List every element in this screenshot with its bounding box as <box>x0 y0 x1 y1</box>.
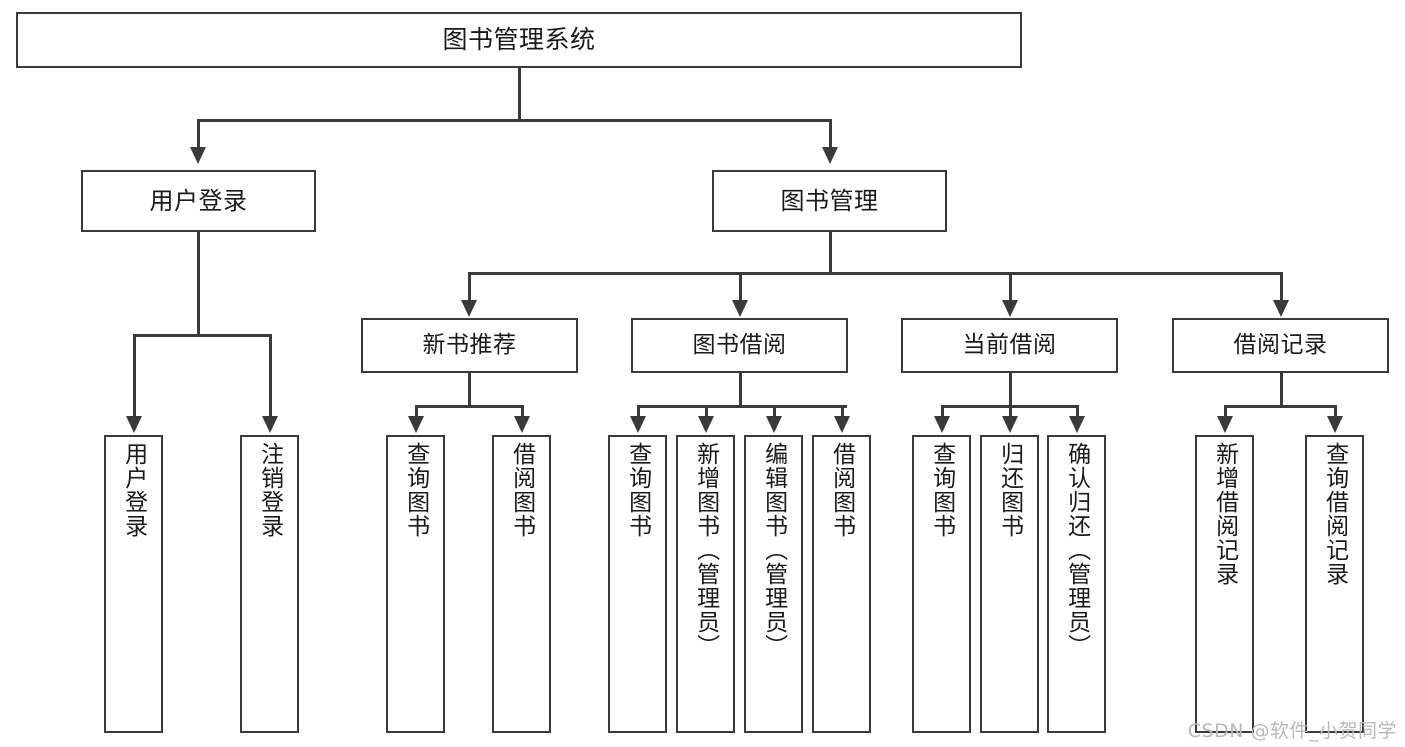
connector-book-borrow-to-leaf-3 <box>773 405 776 418</box>
node-label: 查询图书 <box>402 442 429 538</box>
leaf-book-borrow-query[interactable]: 查询图书 <box>608 435 667 733</box>
leaf-borrow-record-query[interactable]: 查询借阅记录 <box>1305 435 1364 733</box>
arrowhead-user-login-to-leaf-1 <box>126 416 142 433</box>
leaf-current-borrow-confirm-return[interactable]: 确认归还（管理员） <box>1047 435 1106 733</box>
arrowhead-book-borrow-to-leaf-3 <box>766 416 782 433</box>
arrowhead-book-borrow-to-leaf-4 <box>834 416 850 433</box>
leaf-book-borrow-add[interactable]: 新增图书（管理员） <box>676 435 735 733</box>
node-label: 用户登录 <box>149 186 248 215</box>
connector-new-book-to-leaf-2 <box>521 405 524 418</box>
connector-current-borrow-to-leaf-3 <box>1076 405 1079 418</box>
connector-new-book-to-leaf-1 <box>415 405 418 418</box>
node-label: 新书推荐 <box>422 331 517 358</box>
connector-book-manage-to-lvl3-2 <box>739 272 742 302</box>
node-label: 当前借阅 <box>962 331 1057 358</box>
node-label: 借阅记录 <box>1233 331 1328 358</box>
connector-root-to-user-login <box>197 119 200 149</box>
arrowhead-root-to-user-login <box>190 147 206 164</box>
connector-book-manage-splitbar <box>468 272 1280 275</box>
node-label: 编辑图书（管理员） <box>760 442 787 658</box>
arrowhead-book-manage-to-lvl3-3 <box>1002 300 1018 317</box>
connector-borrow-record-stem <box>1280 373 1283 407</box>
arrowhead-new-book-to-leaf-2 <box>514 416 530 433</box>
leaf-book-borrow-borrow[interactable]: 借阅图书 <box>812 435 871 733</box>
connector-current-borrow-to-leaf-2 <box>1009 405 1012 418</box>
node-label: 查询图书 <box>928 442 955 538</box>
node-root-system[interactable]: 图书管理系统 <box>16 12 1022 68</box>
node-label: 新增图书（管理员） <box>692 442 719 658</box>
node-borrow-record[interactable]: 借阅记录 <box>1172 318 1389 373</box>
arrowhead-user-login-to-leaf-2 <box>262 416 278 433</box>
connector-book-borrow-splitbar <box>637 405 847 408</box>
node-book-borrow[interactable]: 图书借阅 <box>631 318 848 373</box>
node-new-book-recommend[interactable]: 新书推荐 <box>361 318 578 373</box>
arrowhead-book-manage-to-lvl3-4 <box>1273 300 1289 317</box>
connector-current-borrow-stem <box>1009 373 1012 407</box>
arrowhead-current-borrow-to-leaf-1 <box>934 416 950 433</box>
connector-book-borrow-stem <box>739 373 742 407</box>
connector-user-login-stem <box>197 232 200 336</box>
connector-book-manage-stem <box>829 232 832 274</box>
connector-root-stem <box>518 68 521 120</box>
leaf-book-borrow-edit[interactable]: 编辑图书（管理员） <box>744 435 803 733</box>
connector-book-manage-to-lvl3-3 <box>1009 272 1012 302</box>
arrowhead-borrow-record-to-leaf-2 <box>1327 416 1343 433</box>
connector-book-manage-to-lvl3-1 <box>468 272 471 302</box>
leaf-borrow-record-add[interactable]: 新增借阅记录 <box>1195 435 1254 733</box>
arrowhead-book-manage-to-lvl3-1 <box>461 300 477 317</box>
arrowhead-borrow-record-to-leaf-1 <box>1217 416 1233 433</box>
node-label: 新增借阅记录 <box>1211 442 1238 586</box>
node-label: 查询借阅记录 <box>1321 442 1348 586</box>
arrowhead-new-book-to-leaf-1 <box>408 416 424 433</box>
connector-root-splitbar <box>197 119 831 122</box>
node-label: 借阅图书 <box>828 442 855 538</box>
connector-new-book-splitbar <box>415 405 523 408</box>
node-user-login[interactable]: 用户登录 <box>81 170 316 232</box>
leaf-user-login-login[interactable]: 用户登录 <box>104 435 163 733</box>
connector-root-to-book-manage <box>829 119 832 149</box>
node-label: 查询图书 <box>624 442 651 538</box>
connector-user-login-splitbar <box>133 334 271 337</box>
node-label: 注销登录 <box>256 442 283 538</box>
node-label: 借阅图书 <box>508 442 535 538</box>
connector-new-book-stem <box>468 373 471 407</box>
arrowhead-book-borrow-to-leaf-2 <box>698 416 714 433</box>
leaf-current-borrow-return[interactable]: 归还图书 <box>980 435 1039 733</box>
node-current-borrow[interactable]: 当前借阅 <box>901 318 1118 373</box>
node-label: 用户登录 <box>120 442 147 538</box>
arrowhead-book-borrow-to-leaf-1 <box>630 416 646 433</box>
leaf-user-login-logout[interactable]: 注销登录 <box>240 435 299 733</box>
node-label: 确认归还（管理员） <box>1063 442 1090 658</box>
connector-book-borrow-to-leaf-4 <box>841 405 844 418</box>
arrowhead-book-manage-to-lvl3-2 <box>732 300 748 317</box>
leaf-current-borrow-query[interactable]: 查询图书 <box>912 435 971 733</box>
arrowhead-root-to-book-manage <box>822 147 838 164</box>
node-label: 图书管理 <box>780 186 879 215</box>
node-book-manage[interactable]: 图书管理 <box>712 170 947 232</box>
arrowhead-current-borrow-to-leaf-2 <box>1002 416 1018 433</box>
connector-book-borrow-to-leaf-2 <box>705 405 708 418</box>
connector-user-login-to-leaf-2 <box>269 334 272 418</box>
connector-book-borrow-to-leaf-1 <box>637 405 640 418</box>
connector-borrow-record-to-leaf-2 <box>1334 405 1337 418</box>
connector-user-login-to-leaf-1 <box>133 334 136 418</box>
leaf-new-book-query[interactable]: 查询图书 <box>386 435 445 733</box>
arrowhead-current-borrow-to-leaf-3 <box>1069 416 1085 433</box>
connector-borrow-record-splitbar <box>1224 405 1336 408</box>
connector-current-borrow-to-leaf-1 <box>941 405 944 418</box>
connector-borrow-record-to-leaf-1 <box>1224 405 1227 418</box>
node-label: 图书管理系统 <box>442 25 596 55</box>
node-label: 图书借阅 <box>692 331 787 358</box>
connector-book-manage-to-lvl3-4 <box>1280 272 1283 302</box>
leaf-new-book-borrow[interactable]: 借阅图书 <box>492 435 551 733</box>
node-label: 归还图书 <box>996 442 1023 538</box>
